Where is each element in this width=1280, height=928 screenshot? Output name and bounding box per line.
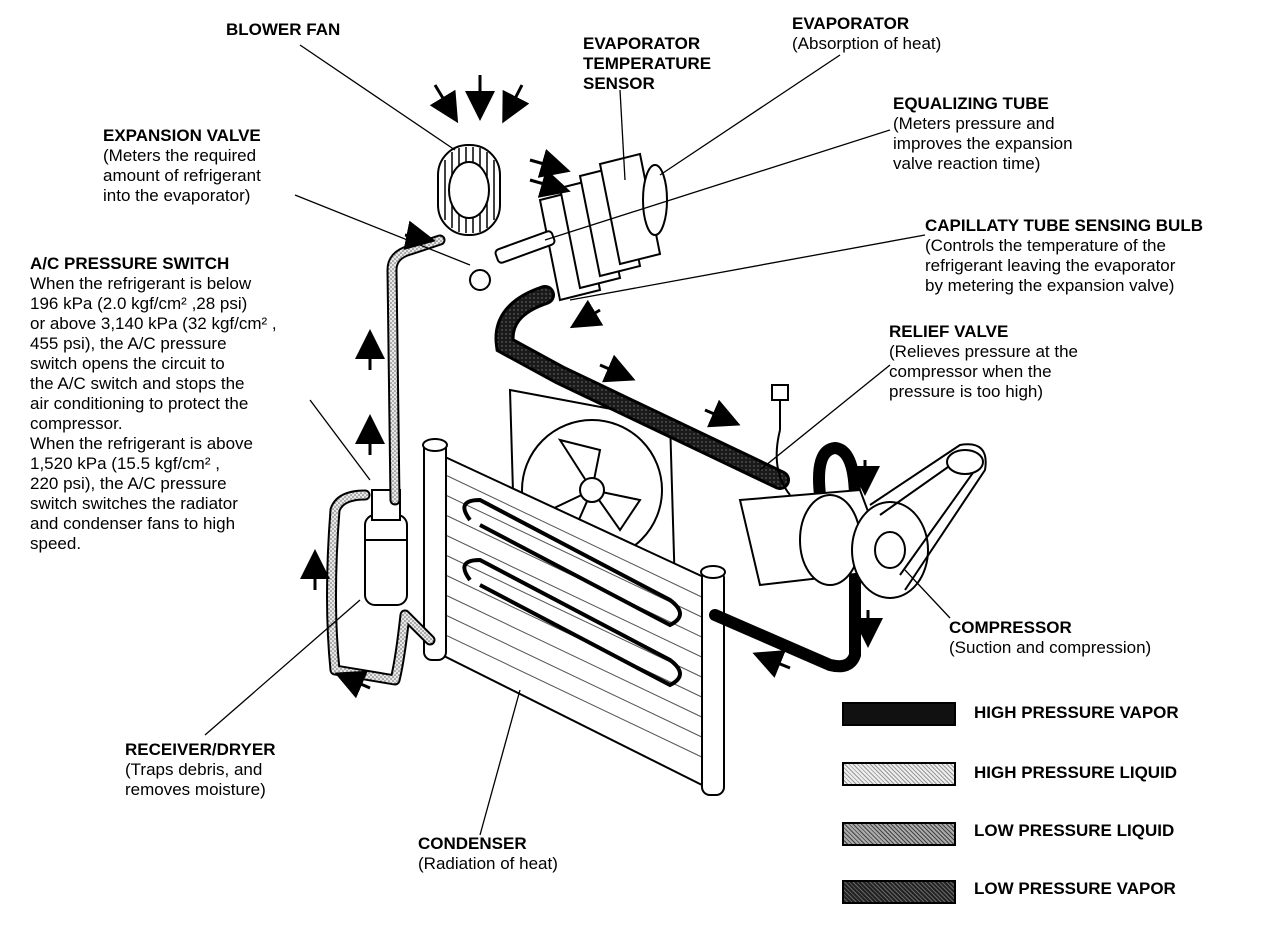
label-desc: When the refrigerant is below 196 kPa (2… bbox=[30, 274, 277, 553]
label-title: RELIEF VALVE bbox=[889, 322, 1009, 341]
label-title: COMPRESSOR bbox=[949, 618, 1072, 637]
label-desc: (Controls the temperature of the refrige… bbox=[925, 236, 1176, 295]
legend-label: LOW PRESSURE VAPOR bbox=[974, 879, 1176, 898]
label-desc: (Absorption of heat) bbox=[792, 34, 942, 53]
leader-lines bbox=[204, 44, 951, 836]
label-title: EXPANSION VALVE bbox=[103, 126, 261, 145]
legend-label: HIGH PRESSURE LIQUID bbox=[974, 763, 1178, 782]
legend-swatch-low-pressure-vapor bbox=[842, 880, 956, 904]
label-blower-fan: BLOWER FAN bbox=[226, 20, 340, 40]
label-desc: (Relieves pressure at the compressor whe… bbox=[889, 342, 1078, 401]
label-evaporator-temperature-sensor: EVAPORATOR TEMPERATURE SENSOR bbox=[583, 34, 711, 94]
label-title: BLOWER FAN bbox=[226, 20, 341, 39]
legend-swatch-high-pressure-vapor bbox=[842, 702, 956, 726]
label-desc: (Radiation of heat) bbox=[418, 854, 558, 873]
label-equalizing-tube: EQUALIZING TUBE (Meters pressure and imp… bbox=[893, 94, 1073, 174]
low-pressure-vapor-line bbox=[494, 285, 790, 490]
label-desc: (Meters the required amount of refrigera… bbox=[103, 146, 261, 205]
receiver-dryer bbox=[364, 489, 408, 606]
label-title: EQUALIZING TUBE bbox=[893, 94, 1049, 113]
label-expansion-valve: EXPANSION VALVE (Meters the required amo… bbox=[103, 126, 261, 206]
label-relief-valve: RELIEF VALVE (Relieves pressure at the c… bbox=[889, 322, 1078, 402]
legend-swatch-high-pressure-liquid bbox=[842, 762, 956, 786]
label-capillary-tube-sensing-bulb: CAPILLATY TUBE SENSING BULB (Controls th… bbox=[925, 216, 1203, 296]
compressor bbox=[738, 384, 987, 599]
label-desc: (Traps debris, and removes moisture) bbox=[125, 760, 266, 799]
expansion-valve bbox=[469, 230, 556, 291]
label-title: RECEIVER/DRYER bbox=[125, 740, 276, 759]
flow-arrows bbox=[300, 75, 883, 699]
label-compressor: COMPRESSOR (Suction and compression) bbox=[949, 618, 1151, 658]
condenser bbox=[422, 438, 726, 796]
label-title: EVAPORATOR TEMPERATURE SENSOR bbox=[583, 34, 712, 93]
label-desc: (Meters pressure and improves the expans… bbox=[893, 114, 1073, 173]
legend-label: LOW PRESSURE LIQUID bbox=[974, 821, 1175, 840]
label-condenser: CONDENSER (Radiation of heat) bbox=[418, 834, 558, 874]
legend-label: HIGH PRESSURE VAPOR bbox=[974, 703, 1179, 722]
label-title: CAPILLATY TUBE SENSING BULB bbox=[925, 216, 1203, 235]
blower-fan bbox=[437, 144, 501, 236]
legend-swatch-low-pressure-liquid bbox=[842, 822, 956, 846]
label-receiver-dryer: RECEIVER/DRYER (Traps debris, and remove… bbox=[125, 740, 276, 800]
high-pressure-liquid-line bbox=[326, 234, 446, 686]
label-title: A/C PRESSURE SWITCH bbox=[30, 254, 230, 273]
evaporator bbox=[538, 152, 668, 302]
label-desc: (Suction and compression) bbox=[949, 638, 1152, 657]
label-evaporator: EVAPORATOR (Absorption of heat) bbox=[792, 14, 941, 54]
label-ac-pressure-switch: A/C PRESSURE SWITCH When the refrigerant… bbox=[30, 254, 277, 554]
label-title: EVAPORATOR bbox=[792, 14, 910, 33]
label-title: CONDENSER bbox=[418, 834, 527, 853]
